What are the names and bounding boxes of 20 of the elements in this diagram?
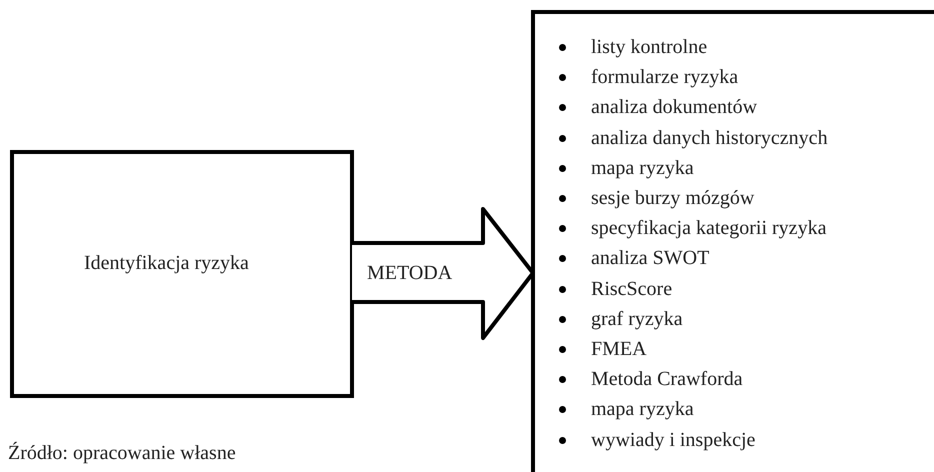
edge-label: METODA — [367, 262, 452, 285]
list-item: listy kontrolne — [555, 32, 828, 62]
block-arrow — [350, 207, 535, 340]
caption: Źródło: opracowanie własne — [8, 442, 236, 465]
list-item: FMEA — [555, 334, 828, 364]
node-label: Identyfikacja ryzyka — [84, 252, 249, 275]
process-box — [10, 150, 354, 398]
list-item: sesje burzy mózgów — [555, 183, 828, 214]
list-item: wywiady i inspekcje — [555, 424, 828, 455]
list-item: graf ryzyka — [555, 304, 828, 334]
list-item: analiza danych historycznych — [555, 122, 828, 153]
list-item: RiscScore — [555, 274, 828, 304]
list-item: specyfikacja kategorii ryzyka — [555, 213, 828, 244]
list-item: Metoda Crawforda — [555, 364, 828, 394]
list-box — [531, 10, 934, 472]
list-item: analiza dokumentów — [555, 92, 828, 123]
list-item: formularze ryzyka — [555, 62, 828, 92]
list-item: mapa ryzyka — [555, 152, 828, 184]
list-item: analiza SWOT — [555, 243, 828, 274]
list-item: mapa ryzyka — [555, 394, 828, 425]
